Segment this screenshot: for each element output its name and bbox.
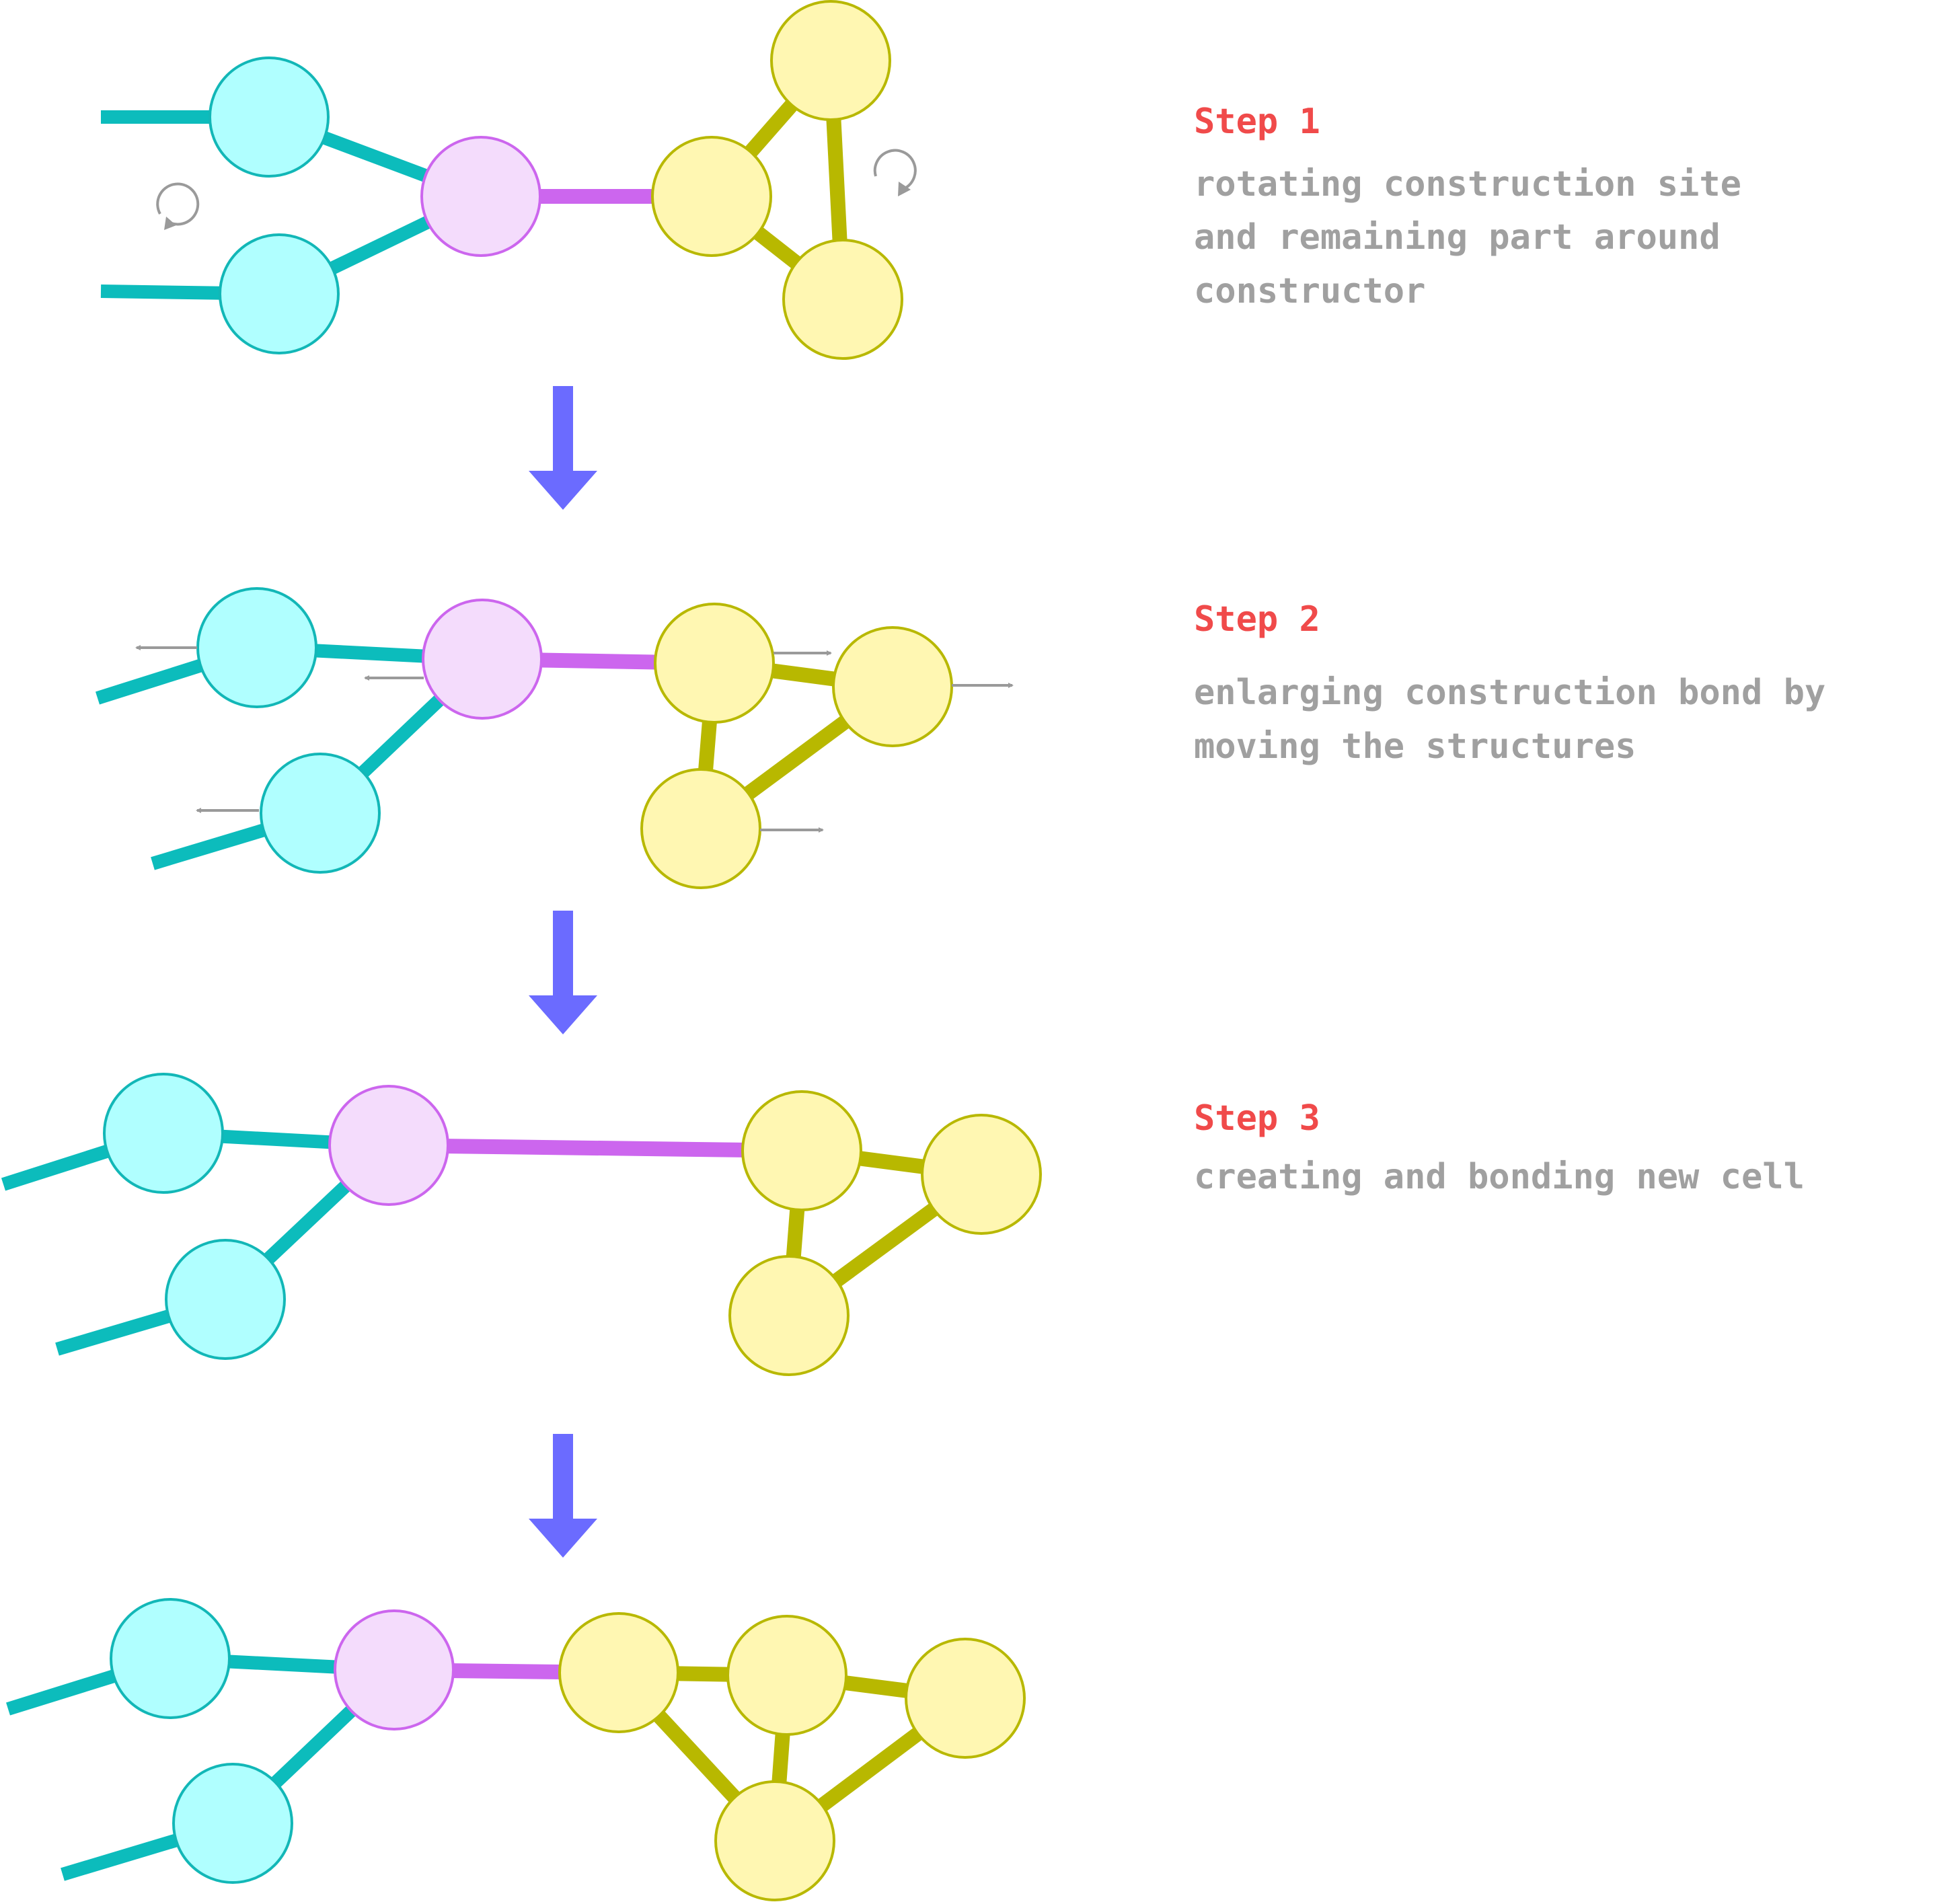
yellow-cell [832, 626, 953, 747]
step-1-line-1: rotating construction site [1194, 164, 1741, 204]
constructor-cell [328, 1085, 449, 1206]
step-3-line-1: creating and bonding new cell [1194, 1157, 1805, 1197]
down-arrow-icon [529, 386, 597, 510]
yellow-cell [921, 1114, 1042, 1235]
stage-1 [100, 0, 917, 360]
rotate-icon [873, 149, 917, 196]
stage-3 [1, 1073, 1042, 1376]
step-1-title: Step 1 [1194, 102, 1320, 142]
step-1-line-3: constructor [1194, 271, 1425, 311]
yellow-cell [640, 768, 761, 889]
constructor-cell [422, 599, 543, 720]
motion-arrows [135, 645, 1014, 833]
cyan-cell [165, 1239, 286, 1360]
step-1-line-2: and remaining part around [1194, 217, 1721, 258]
cyan-cell [260, 753, 381, 874]
step-3-title: Step 3 [1194, 1098, 1320, 1139]
yellow-cell [782, 239, 903, 360]
step-2-title: Step 2 [1194, 599, 1320, 640]
step-1-text: Step 1 rotating construction site and re… [1194, 102, 1741, 311]
cyan-cell [103, 1073, 224, 1194]
constructor-cell [334, 1609, 455, 1730]
stage-4 [6, 1598, 1026, 1901]
cyan-cell [110, 1598, 231, 1719]
step-3-text: Step 3 creating and bonding new cell [1194, 1098, 1805, 1197]
yellow-cell [741, 1090, 862, 1211]
step-2-line-1: enlarging construction bond by [1194, 673, 1825, 713]
constructor-cell [420, 136, 541, 257]
rotate-icon [156, 182, 200, 230]
step-2-text: Step 2 enlarging construction bond by mo… [1194, 599, 1825, 767]
construction-bond [388, 1138, 802, 1158]
down-arrow-icon [529, 911, 597, 1034]
cyan-cell [196, 587, 317, 708]
yellow-cell [654, 603, 775, 724]
down-arrow-icon [529, 1434, 597, 1558]
yellow-cell [770, 0, 891, 121]
yellow-cell [714, 1780, 835, 1901]
cyan-cell [209, 56, 330, 178]
yellow-cell [728, 1255, 850, 1376]
yellow-cell [905, 1638, 1026, 1759]
cyan-cell [172, 1763, 293, 1884]
stage-2 [95, 587, 1014, 889]
cyan-cell [219, 233, 340, 354]
step-2-line-2: moving the structures [1194, 726, 1636, 767]
yellow-cell [726, 1615, 847, 1736]
yellow-cell [651, 136, 772, 257]
new-yellow-cell [558, 1612, 679, 1733]
